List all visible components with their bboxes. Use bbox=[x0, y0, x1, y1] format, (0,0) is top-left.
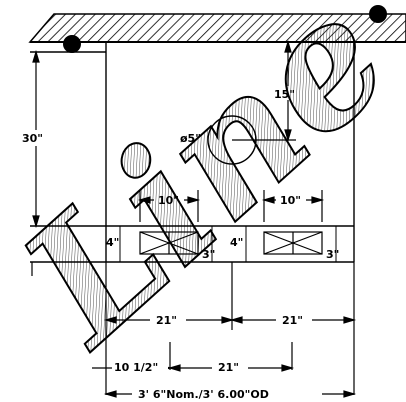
drain-offset-label: 15" bbox=[274, 88, 295, 101]
vent-left-10-dimension bbox=[137, 190, 201, 222]
drain-diameter-label: ø5" bbox=[180, 132, 201, 145]
overall-width-label: 3' 6"Nom./3' 6.00"OD bbox=[138, 388, 269, 401]
extension-lines bbox=[31, 262, 355, 395]
offset-10-half-label: 10 1/2" bbox=[114, 361, 158, 374]
span-center-21-label: 21" bbox=[218, 361, 239, 374]
vent-right-3-label: 3" bbox=[326, 248, 339, 261]
height-30-label: 30" bbox=[22, 132, 43, 145]
vent-left-4-label: 4" bbox=[106, 236, 119, 249]
vent-right-10-label: 10" bbox=[280, 194, 301, 207]
mount-dot-right bbox=[369, 5, 387, 23]
base-cabinet-outline bbox=[30, 42, 355, 263]
mount-dot-left bbox=[63, 35, 81, 53]
drain-offset-dimension bbox=[232, 39, 296, 143]
vent-right-4-label: 4" bbox=[230, 236, 243, 249]
vent-left-10-label: 10" bbox=[158, 194, 179, 207]
vent-small-dims bbox=[119, 226, 337, 262]
watermark-line: Line bbox=[0, 0, 406, 383]
vent-right bbox=[263, 231, 323, 255]
span-right-21-label: 21" bbox=[282, 314, 303, 327]
vent-left-3-label: 3" bbox=[202, 248, 215, 261]
vent-left bbox=[139, 231, 199, 255]
wall-ledge bbox=[28, 13, 406, 43]
span-left-21-label: 21" bbox=[156, 314, 177, 327]
